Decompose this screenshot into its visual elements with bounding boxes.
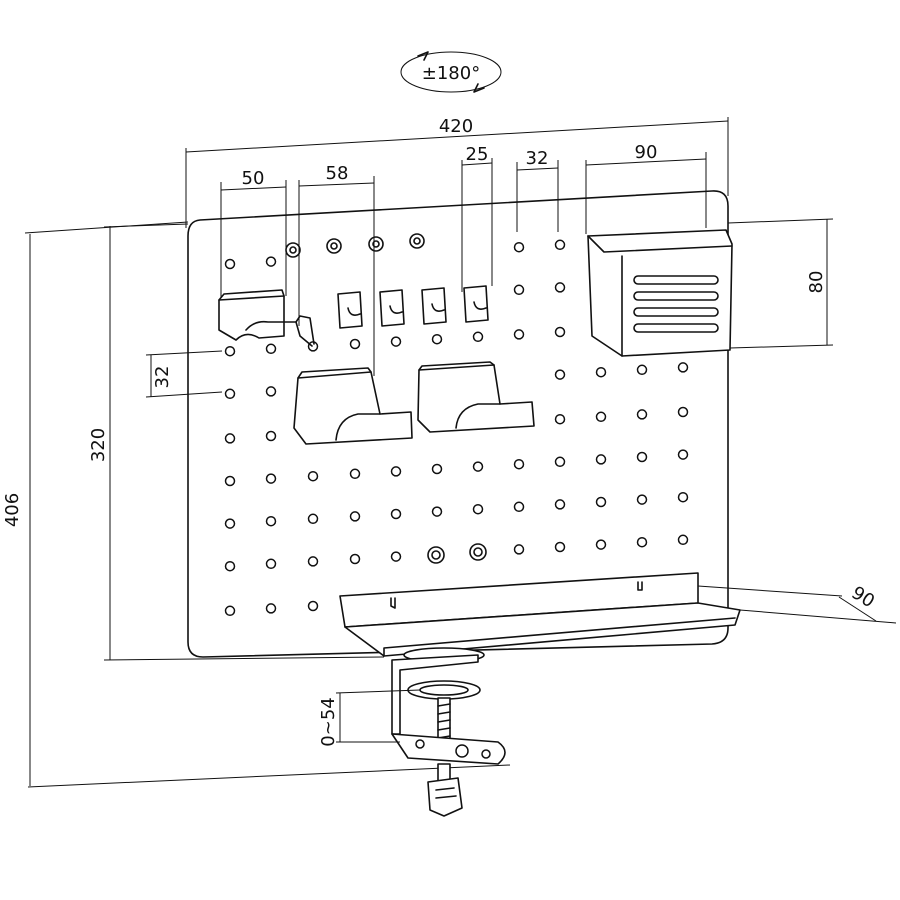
peg-hole — [224, 475, 236, 487]
peg-hole — [431, 463, 443, 475]
peg-hole — [554, 282, 566, 293]
dimension-heights: 406 320 — [2, 221, 511, 788]
peg-hole — [513, 241, 525, 253]
peg-hole — [224, 258, 236, 270]
peg-hole — [265, 603, 277, 614]
peg-hole — [513, 284, 525, 296]
peg-hole — [554, 541, 566, 553]
peg-hole — [677, 449, 689, 460]
label-58: 58 — [326, 163, 349, 184]
peg-hole — [349, 511, 361, 522]
dimension-board-width: 420 — [185, 116, 729, 228]
peg-hole — [390, 466, 402, 477]
peg-hole — [472, 503, 484, 515]
label-32-top: 32 — [526, 148, 549, 169]
peg-hole — [554, 456, 566, 468]
peg-hole — [595, 496, 607, 508]
label-50: 50 — [242, 168, 265, 189]
peg-hole — [390, 551, 402, 562]
peg-hole — [265, 473, 277, 484]
peg-hole — [554, 413, 566, 425]
label-420: 420 — [439, 116, 473, 137]
peg-hole — [677, 491, 689, 503]
peg-hole — [595, 454, 607, 465]
peg-hole — [554, 326, 566, 338]
peg-hole — [224, 518, 236, 529]
dimension-basket: 90 80 — [585, 142, 834, 349]
peg-hole — [595, 411, 607, 423]
dimension-hooks: 25 32 — [461, 144, 559, 292]
mounting-screws — [427, 543, 487, 564]
peg-hole — [554, 499, 566, 510]
label-32-left: 32 — [152, 366, 173, 389]
rotation-indicator: ±180° — [400, 51, 502, 93]
peg-hole — [265, 430, 277, 442]
peg-hole — [431, 333, 443, 345]
label-clamp-range: 0~54 — [318, 697, 339, 746]
peg-hole — [265, 386, 277, 397]
peg-hole — [349, 338, 361, 350]
label-320: 320 — [88, 428, 109, 462]
peg-hole — [513, 329, 525, 340]
peg-hole — [472, 461, 484, 472]
peg-hole — [224, 605, 236, 617]
peg-hole — [636, 494, 648, 505]
label-90-shelf: 90 — [848, 582, 879, 612]
peg-hole — [636, 364, 648, 376]
peg-hole — [472, 331, 484, 343]
peg-hole — [677, 534, 689, 546]
pocket-left — [293, 367, 413, 445]
peg-hole — [349, 468, 361, 480]
peg-hole — [224, 433, 236, 444]
peg-hole — [677, 362, 689, 373]
peg-hole — [595, 539, 607, 550]
peg-hole — [307, 556, 319, 567]
peg-hole — [431, 506, 443, 517]
peg-hole — [307, 470, 319, 482]
peg-hole — [636, 409, 648, 420]
label-25: 25 — [466, 144, 489, 165]
peg-hole — [554, 239, 566, 251]
peg-hole — [307, 513, 319, 525]
peg-hole — [265, 558, 277, 570]
peg-hole — [390, 336, 402, 347]
desk-clamp — [391, 647, 506, 817]
peg-hole — [554, 369, 566, 380]
top-knobs — [285, 233, 425, 258]
peg-hole — [513, 458, 525, 470]
peg-hole — [636, 451, 648, 463]
label-80: 80 — [806, 271, 827, 294]
peg-hole — [349, 553, 361, 565]
peg-hole — [265, 256, 277, 267]
small-hooks — [337, 285, 489, 329]
peg-hole — [677, 406, 689, 418]
basket — [587, 229, 733, 357]
peg-hole — [265, 343, 277, 355]
peg-hole — [265, 515, 277, 527]
dimension-pockets: 50 58 — [220, 163, 375, 376]
peg-hole — [513, 544, 525, 555]
peg-hole — [224, 345, 236, 357]
peg-hole — [390, 508, 402, 520]
dimension-clamp-range: 0~54 — [318, 689, 421, 747]
dimension-hole-pitch: 32 — [145, 350, 223, 398]
label-406: 406 — [2, 493, 23, 527]
peg-hole — [224, 560, 236, 572]
bracket-holder — [218, 289, 315, 347]
peg-hole — [513, 501, 525, 513]
peg-hole — [595, 366, 607, 378]
shelf — [339, 572, 741, 657]
label-90-top: 90 — [635, 142, 658, 163]
rotation-label: ±180° — [422, 63, 480, 84]
pocket-right — [417, 361, 535, 433]
peg-hole — [636, 536, 648, 548]
peg-hole — [224, 388, 236, 400]
peg-hole — [307, 600, 319, 612]
